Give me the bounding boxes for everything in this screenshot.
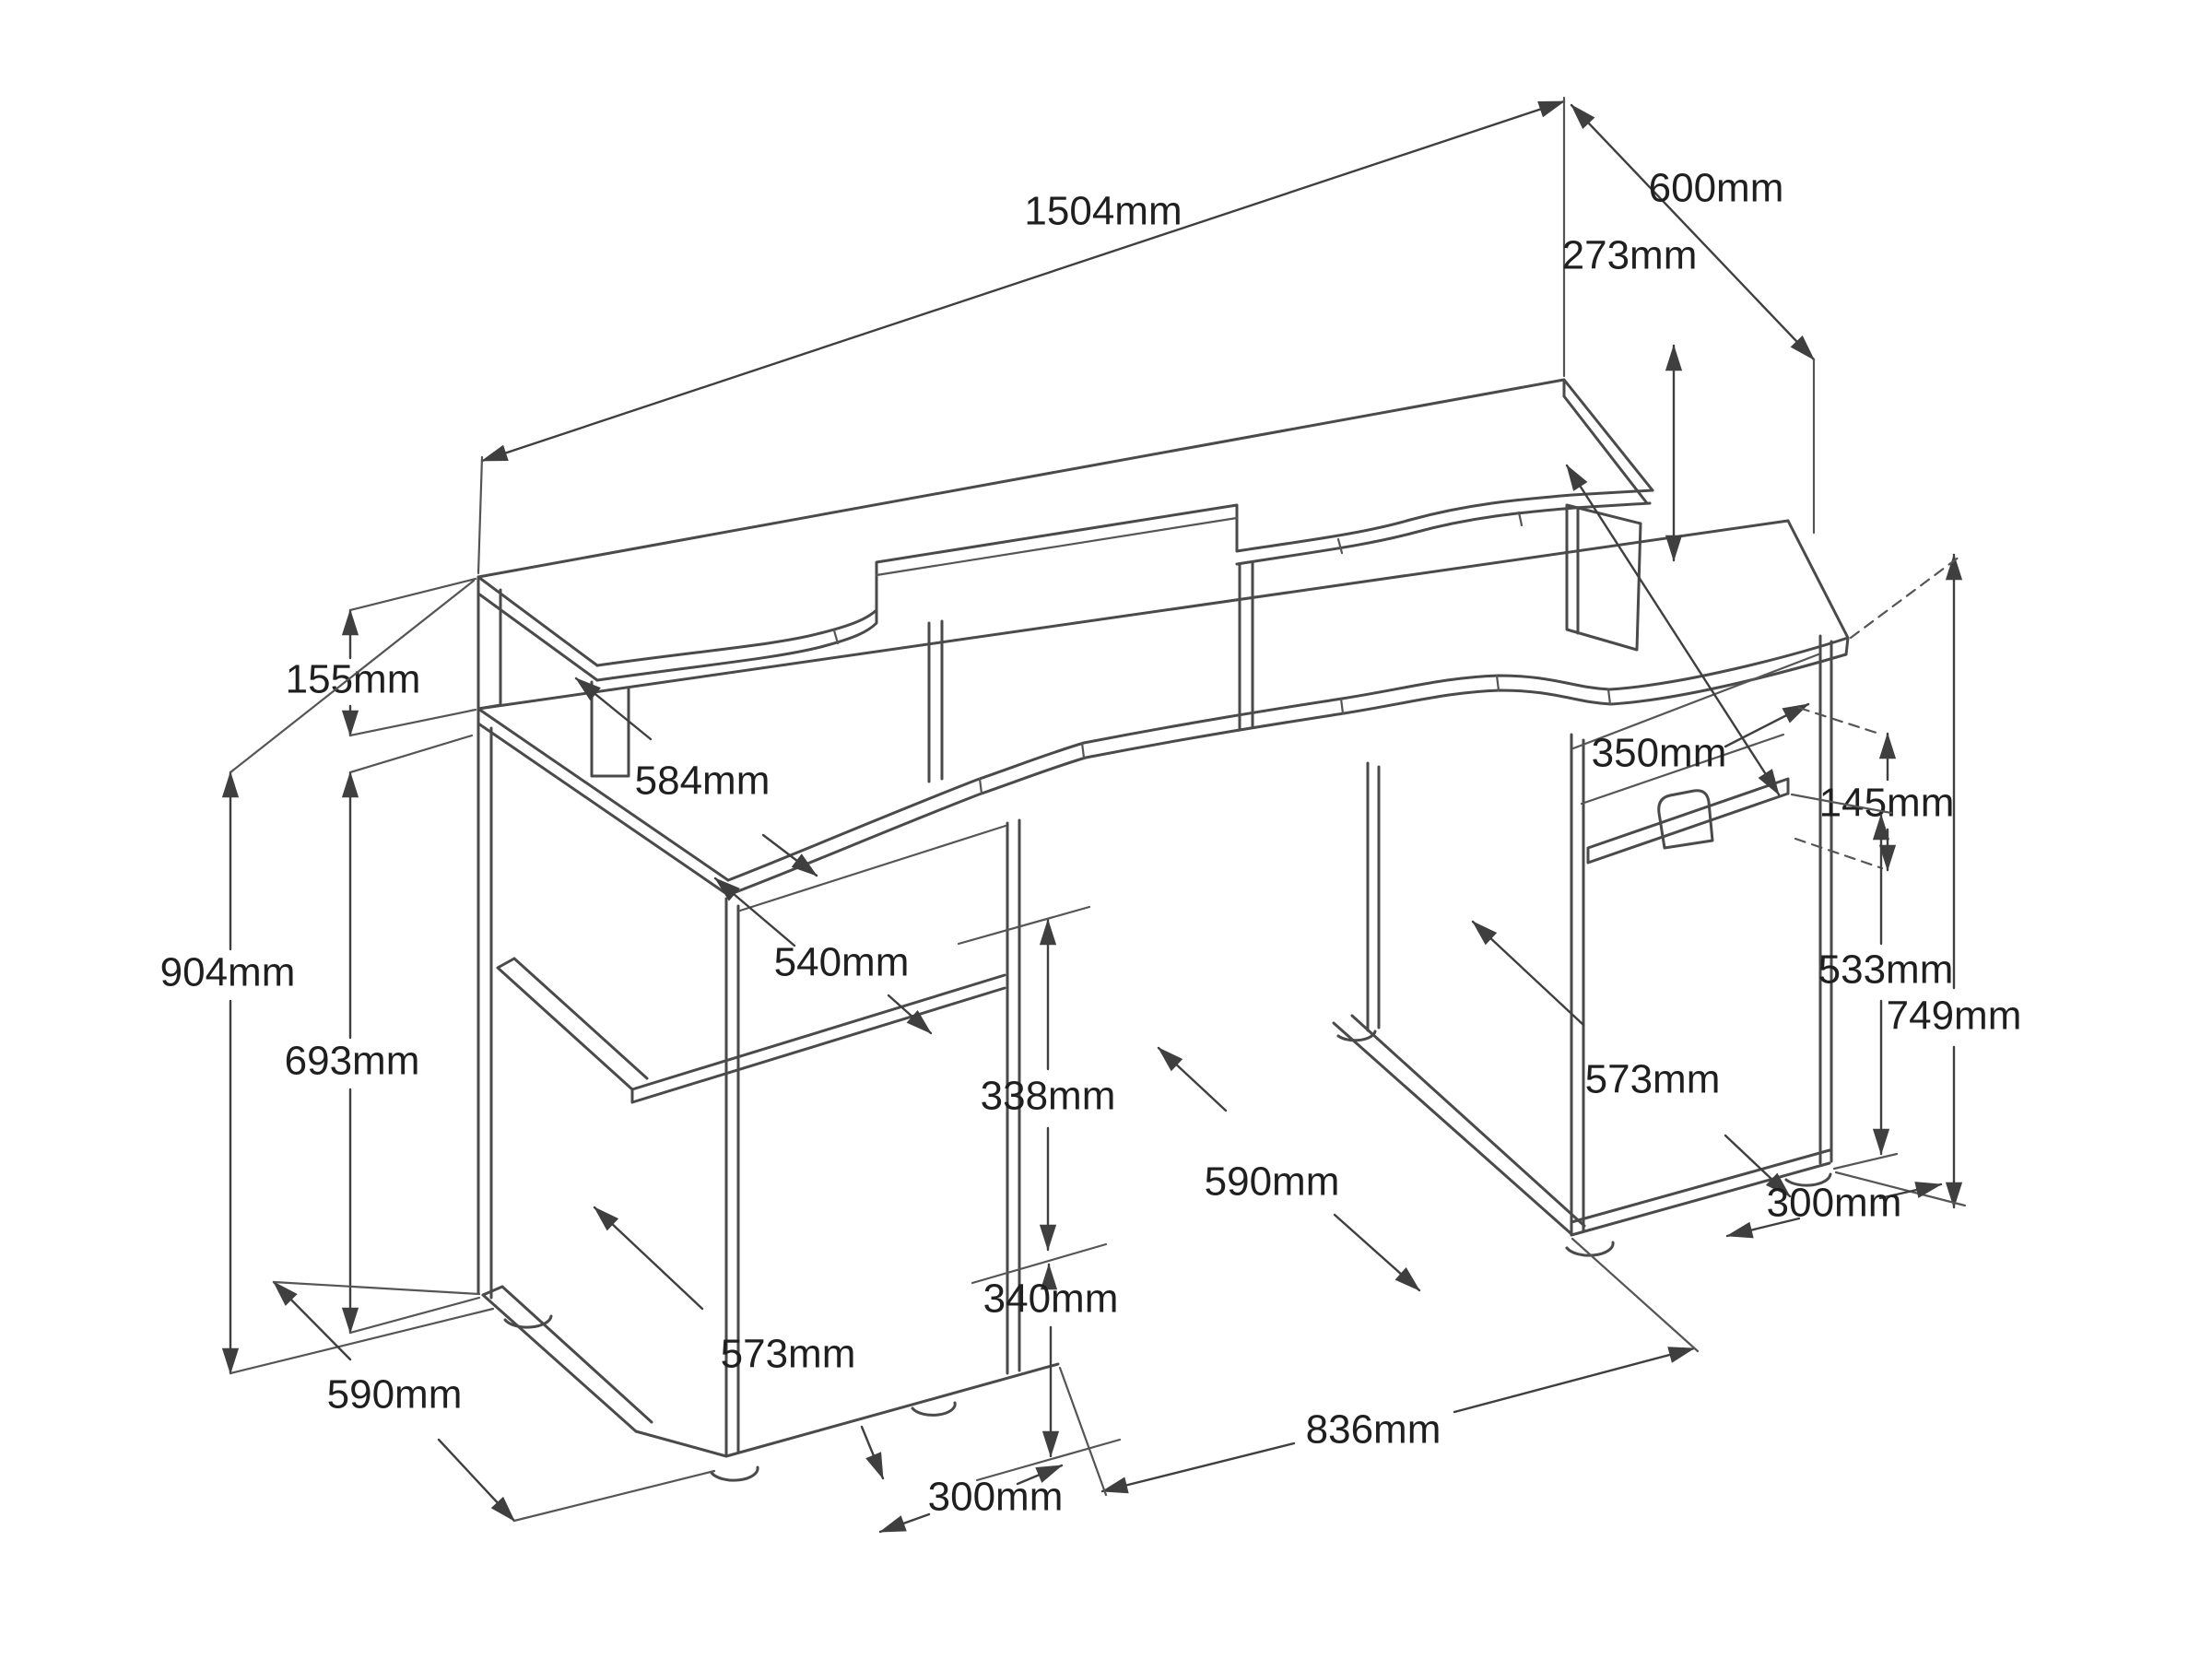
dim-label-overall-depth: 600mm xyxy=(1649,166,1784,211)
dim-label-cubby-depth: 350mm xyxy=(1592,731,1727,776)
dim-right-floor-depth: 590mm xyxy=(1157,1046,1421,1292)
left-pedestal-outline xyxy=(477,722,1060,1482)
dim-label-right-inner-height: 533mm xyxy=(1818,947,1954,993)
dim-label-overall-width: 1504mm xyxy=(1024,189,1182,234)
dim-label-desktop-clear-depth: 584mm xyxy=(635,759,771,804)
dim-left-pedestal-width: 300mm xyxy=(878,1464,1064,1534)
dim-label-side-panel-height: 693mm xyxy=(285,1039,420,1084)
monitor-shelf-outline xyxy=(477,378,1654,783)
dim-label-lower-compartment: 340mm xyxy=(983,1277,1119,1322)
dim-label-riser-height: 273mm xyxy=(1562,233,1698,278)
dim-right-inner-height: 533mm xyxy=(1790,793,1954,1171)
dim-label-left-pedestal-width: 300mm xyxy=(928,1475,1064,1520)
dim-label-right-pedestal-depth: 573mm xyxy=(1585,1057,1721,1102)
dim-overall-height: 904mm xyxy=(160,579,495,1375)
dim-overall-depth: 600mm xyxy=(1570,103,1816,535)
dim-label-desktop-height: 749mm xyxy=(1887,994,2022,1039)
dim-riser-height: 273mm xyxy=(1562,233,1698,562)
dim-left-inner-depth: 540mm xyxy=(713,877,933,1035)
dim-cubby-depth: 350mm xyxy=(1565,464,1810,796)
desktop-outline xyxy=(477,519,1850,897)
dim-label-left-pedestal-depth: 573mm xyxy=(721,1332,856,1377)
dim-kneehole-width: 836mm xyxy=(1058,1237,1700,1497)
dim-label-left-floor-depth: 590mm xyxy=(327,1372,463,1418)
dim-lower-compartment: 340mm xyxy=(975,1263,1122,1482)
dim-side-panel-height: 693mm xyxy=(285,734,481,1335)
dim-desktop-clear-depth: 584mm xyxy=(574,677,818,877)
dim-label-upper-compartment: 338mm xyxy=(981,1074,1116,1119)
dim-label-kneehole-width: 836mm xyxy=(1306,1407,1441,1453)
dim-right-pedestal-depth: 573mm xyxy=(1471,920,1792,1198)
dim-label-overall-height: 904mm xyxy=(160,950,296,995)
right-pedestal-outline xyxy=(1332,634,1833,1257)
dim-shelf-gap: 155mm xyxy=(286,577,477,737)
dim-right-pedestal-width: 300mm xyxy=(1725,1181,1943,1239)
dim-label-left-inner-depth: 540mm xyxy=(774,940,910,985)
dim-label-right-pedestal-width: 300mm xyxy=(1767,1181,1902,1226)
dim-left-pedestal-depth: 573mm xyxy=(593,1206,885,1480)
dim-label-shelf-gap: 155mm xyxy=(286,657,421,702)
dim-left-floor-depth: 590mm xyxy=(272,1280,716,1523)
dim-overall-width: 1504mm xyxy=(477,96,1566,575)
dim-label-right-floor-depth: 590mm xyxy=(1205,1159,1340,1205)
dim-desktop-height: 749mm xyxy=(1834,553,2022,1209)
dim-upper-compartment: 338mm xyxy=(957,905,1116,1285)
